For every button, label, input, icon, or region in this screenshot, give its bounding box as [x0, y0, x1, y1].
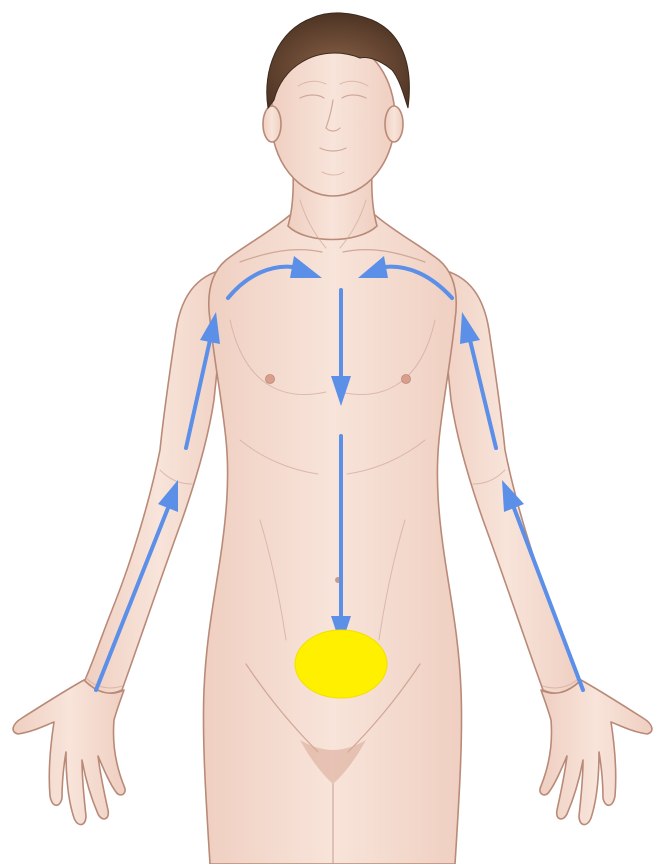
left-nipple: [266, 375, 275, 384]
left-ear: [263, 106, 281, 142]
yellow-circle-icon: [295, 630, 387, 698]
right-nipple: [402, 375, 411, 384]
right-ear: [385, 106, 403, 142]
